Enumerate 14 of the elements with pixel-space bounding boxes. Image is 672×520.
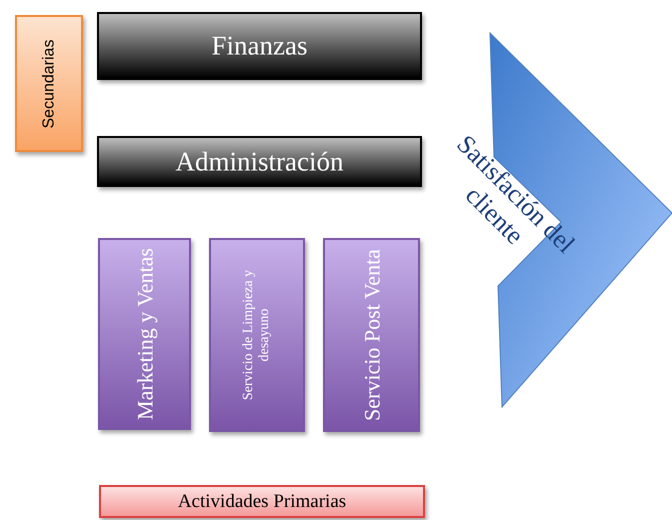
category-box bbox=[15, 15, 83, 152]
box-label: Administración bbox=[174, 146, 344, 178]
process-box bbox=[97, 136, 422, 187]
activity-box bbox=[209, 238, 305, 432]
activity-box bbox=[323, 238, 420, 432]
box-label: Secundarias bbox=[40, 38, 58, 130]
process-box bbox=[97, 12, 422, 80]
box-label: Finanzas bbox=[210, 30, 308, 62]
box-label: Servicio Post Venta bbox=[358, 248, 384, 422]
activity-box bbox=[98, 238, 191, 430]
box-label: Servicio de Limpieza y desayuno bbox=[240, 268, 273, 402]
box-label: Actividades Primarias bbox=[176, 490, 348, 512]
category-box bbox=[99, 485, 425, 518]
box-label: Marketing y Ventas bbox=[132, 248, 158, 420]
